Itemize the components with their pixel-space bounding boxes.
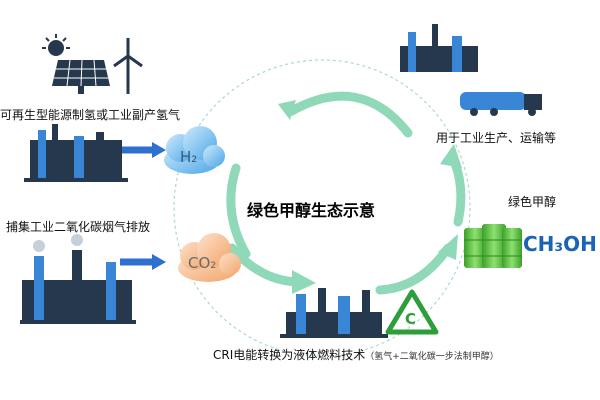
cycle-arrowhead-top <box>278 100 296 120</box>
chemical-plant-icon <box>400 24 478 72</box>
renewable-hydrogen-label: 可再生型能源制氢或工业副产氢气 <box>0 108 181 122</box>
feed-arrowhead-h2 <box>152 142 166 158</box>
recycle-icon <box>385 289 439 335</box>
cycle-circle <box>173 59 471 357</box>
refinery-icon <box>24 124 128 182</box>
co2-label: CO₂ <box>188 254 217 272</box>
cycle-arrowhead-bottom-left <box>292 270 316 294</box>
cycle-arrow-bottom-right <box>375 243 453 295</box>
cycle-arrowhead-bottom-right <box>438 234 458 260</box>
cycle-arrow-bottom-left <box>227 243 305 287</box>
cri-tech-text: CRI电能转换为液体燃料技术 <box>213 348 366 362</box>
recycle-letter: C <box>405 310 417 328</box>
cri-tech-label: CRI电能转换为液体燃料技术（氢气+二氧化碳一步法制甲醇） <box>213 346 499 363</box>
wind-turbine-icon <box>113 38 143 94</box>
factory-emissions-icon <box>20 234 136 324</box>
solar-panel-icon <box>52 59 110 94</box>
h2-cloud <box>164 126 225 174</box>
cycle-arrowhead-right <box>440 144 462 168</box>
cri-tech-note: （氢气+二氧化碳一步法制甲醇） <box>365 352 499 362</box>
green-methanol-label: 绿色甲醇 <box>508 195 557 209</box>
methanol-barrel-icon <box>464 224 522 268</box>
central-plant-icon <box>280 288 388 338</box>
center-title: 绿色甲醇生态示意 <box>247 201 376 220</box>
cycle-arrow-top <box>285 91 413 138</box>
cycle-arrow-left <box>226 163 251 259</box>
capture-co2-label: 捕集工业二氧化碳烟气排放 <box>6 220 151 234</box>
co2-cloud <box>178 233 241 282</box>
sun-icon <box>42 34 70 56</box>
truck-icon <box>460 92 542 116</box>
h2-label: H₂ <box>180 148 198 166</box>
feed-arrowhead-co2 <box>152 254 166 270</box>
ch3oh-label: CH₃OH <box>523 232 597 256</box>
industry-transport-label: 用于工业生产、运输等 <box>436 131 557 145</box>
